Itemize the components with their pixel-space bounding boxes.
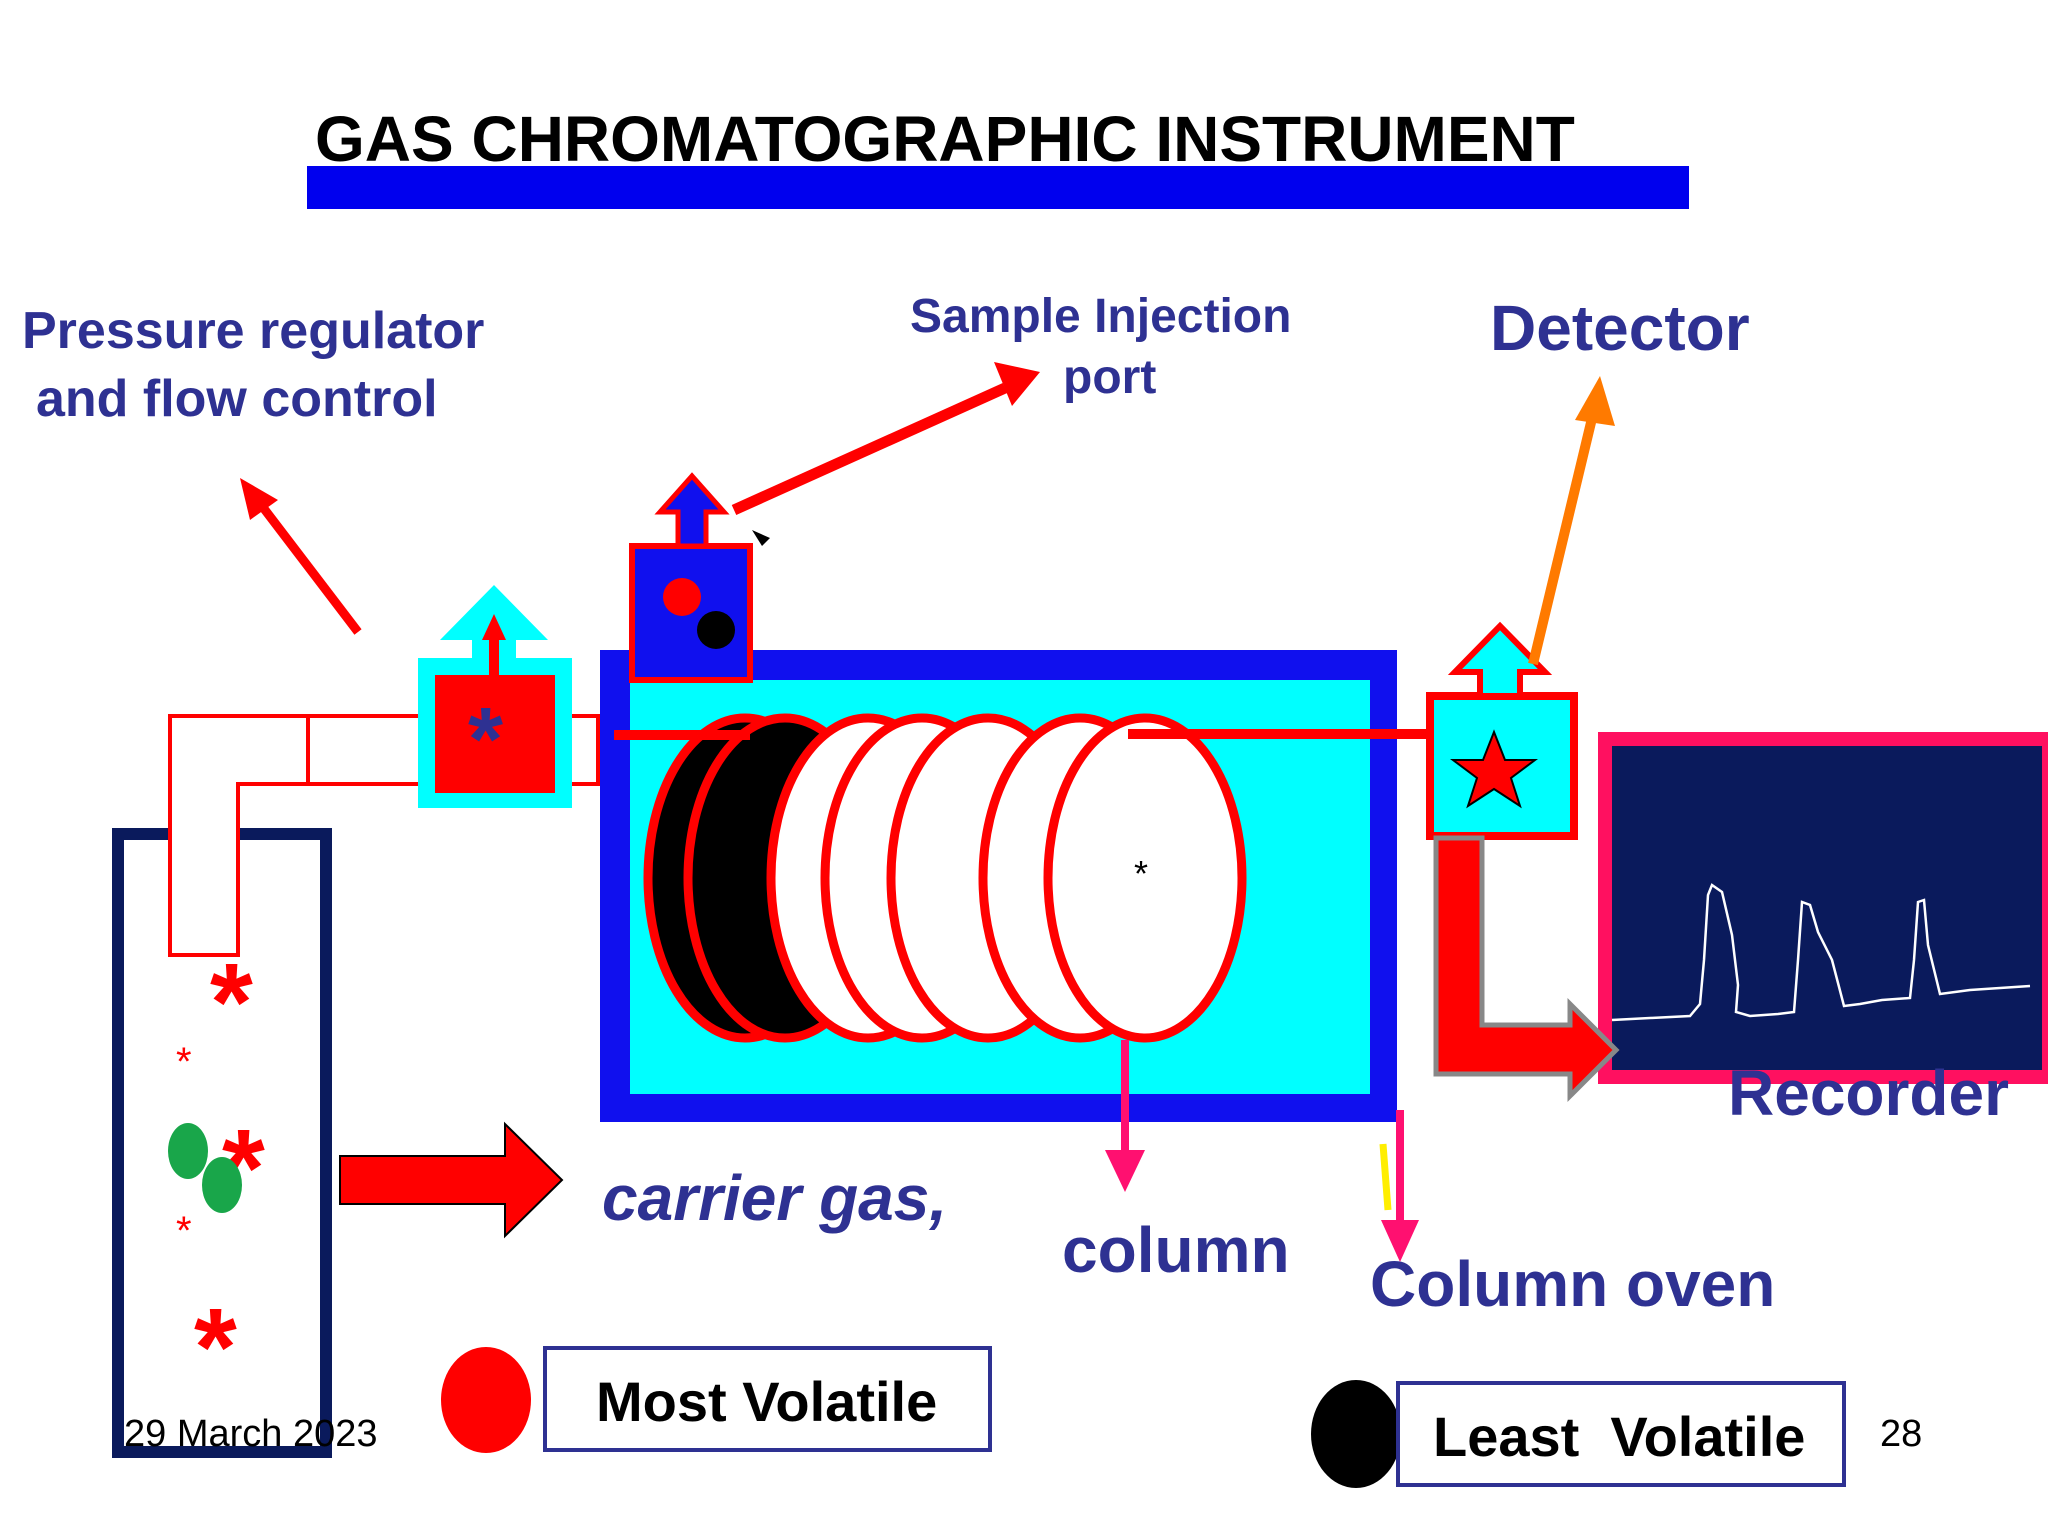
regulator-asterisk: *	[468, 690, 503, 790]
pressure-regulator-pointer-arrowhead	[240, 478, 278, 520]
detector-up-arrow	[1447, 621, 1553, 699]
most-volatile-box	[543, 1346, 992, 1452]
least-volatile-label: Least Volatile	[1433, 1405, 1805, 1468]
carrier-gas-flow-arrow	[339, 1121, 564, 1239]
detector-label: Detector	[1490, 292, 1750, 364]
sample-black-dot	[697, 611, 735, 649]
detector-pointer-arrowhead	[1575, 376, 1615, 426]
footer-page-number: 28	[1880, 1413, 1922, 1455]
pressure-regulator-pointer-arrow	[258, 503, 362, 635]
column-coil-ring-7	[1043, 713, 1247, 1043]
particle-asterisk-1: *	[210, 941, 253, 1064]
pressure-regulator-label-line1: Pressure regulator	[22, 302, 484, 360]
coil-asterisk: *	[1134, 853, 1148, 894]
pressure-regulator-label-line2: and flow control	[36, 370, 438, 428]
detector-star-icon	[1450, 729, 1538, 809]
small-pointer-icon	[752, 530, 770, 546]
most-volatile-label: Most Volatile	[596, 1370, 937, 1433]
least-volatile-box	[1396, 1381, 1846, 1487]
injection-port-up-arrow	[654, 472, 730, 549]
sample-red-dot	[663, 578, 701, 616]
sample-injection-label-line1: Sample Injection	[910, 290, 1291, 343]
column-oven-label: Column oven	[1370, 1248, 1775, 1320]
particle-asterisk-5: *	[194, 1286, 237, 1409]
column-oven-pointer-yellow	[1379, 1143, 1392, 1211]
recorder-screen	[1612, 746, 2042, 1070]
detector-pointer-arrow	[1528, 408, 1599, 666]
title-underline-bar	[307, 166, 1689, 209]
injection-port-pointer-arrow	[731, 382, 1008, 516]
page-title: GAS CHROMATOGRAPHIC INSTRUMENT	[315, 103, 1575, 175]
least-volatile-dot	[1311, 1380, 1401, 1488]
column-oven-pointer-arrowhead	[1381, 1220, 1419, 1262]
injection-port-pointer-arrowhead	[994, 362, 1040, 406]
footer-date: 29 March 2023	[124, 1413, 378, 1455]
particle-asterisk-4: *	[176, 1209, 192, 1253]
carrier-gas-label: carrier gas,	[602, 1162, 947, 1234]
gas-particle-green-1	[168, 1123, 208, 1179]
recorder-label: Recorder	[1728, 1057, 2009, 1129]
detector-to-recorder-arrow	[1433, 835, 1620, 1103]
particle-asterisk-2: *	[176, 1040, 192, 1084]
column-label: column	[1062, 1214, 1290, 1286]
column-pointer-arrowhead	[1105, 1150, 1145, 1192]
pressure-regulator-core	[435, 675, 555, 793]
most-volatile-dot	[441, 1347, 531, 1453]
sample-injection-label-line2: port	[1063, 351, 1156, 404]
chromatogram-trace	[1611, 883, 2031, 1022]
regulator-inner-arrow	[482, 614, 506, 675]
gas-particle-green-2	[202, 1157, 242, 1213]
